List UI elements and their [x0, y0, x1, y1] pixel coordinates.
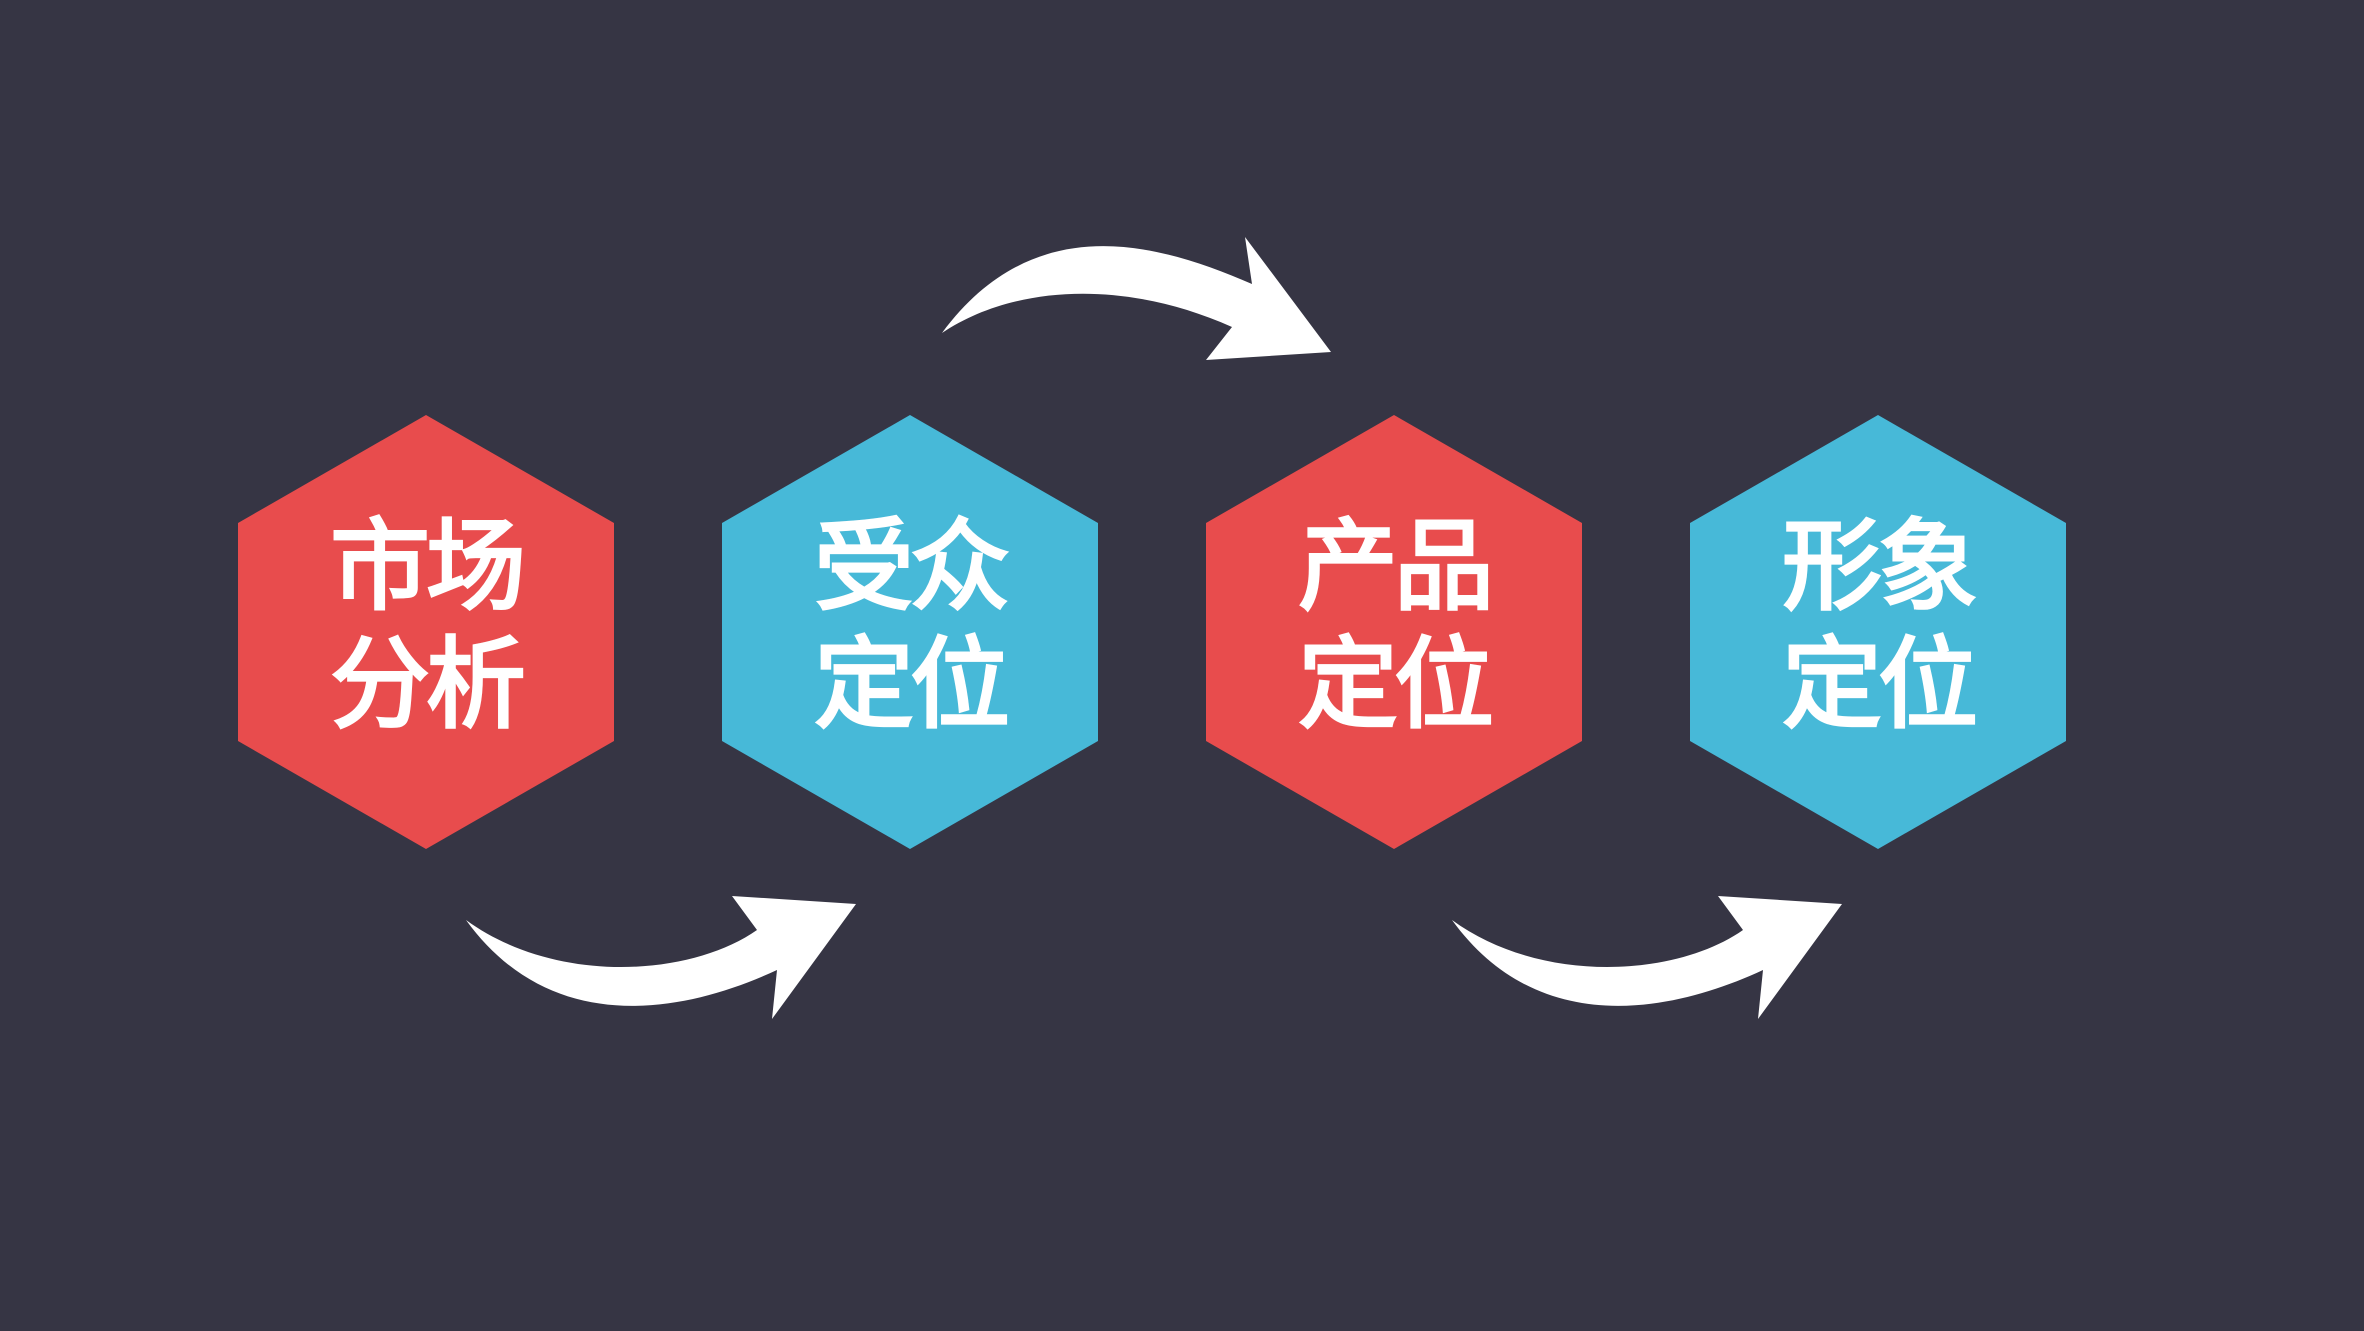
step-2-label: 受众 定位 [780, 508, 1040, 744]
hexagon-step-1 [238, 415, 614, 849]
step-4-label: 形象 定位 [1748, 508, 2008, 744]
hexagon-step-2 [722, 415, 1098, 849]
curved-arrow-icon-1 [466, 896, 856, 1019]
hexagon-step-3 [1206, 415, 1582, 849]
step-4-line-2: 定位 [1782, 626, 1978, 743]
step-1-line-1: 市场 [330, 508, 526, 625]
step-3-label: 产品 定位 [1264, 508, 1524, 744]
step-2-line-1: 受众 [814, 508, 1010, 625]
step-3-line-1: 产品 [1298, 508, 1494, 625]
step-1-line-2: 分析 [330, 626, 526, 743]
step-1-label: 市场 分析 [296, 508, 556, 744]
hexagon-step-4 [1690, 415, 2066, 849]
step-3-line-2: 定位 [1298, 626, 1494, 743]
curved-arrow-icon-2 [942, 237, 1331, 360]
curved-arrow-icon-3 [1452, 896, 1842, 1019]
step-4-line-1: 形象 [1782, 508, 1978, 625]
step-2-line-2: 定位 [814, 626, 1010, 743]
